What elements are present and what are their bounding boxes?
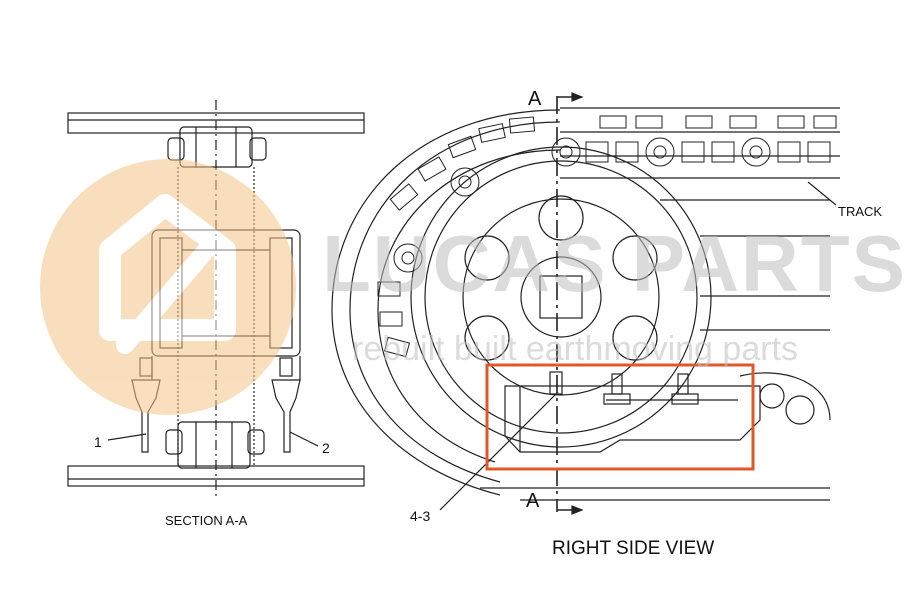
right-side-view <box>331 107 840 511</box>
leader-1 <box>107 433 147 441</box>
section-line-a-a <box>556 92 584 515</box>
callout-2: 2 <box>322 440 330 456</box>
callout-1: 1 <box>94 434 102 450</box>
view-title: RIGHT SIDE VIEW <box>552 538 715 559</box>
leader-2 <box>289 431 319 447</box>
watermark-tagline: rebuilt built earthmoving parts <box>352 330 799 368</box>
section-mark-bottom: A <box>526 490 540 512</box>
highlight-box <box>485 363 755 471</box>
callout-4-3: 4-3 <box>410 508 431 524</box>
section-mark-top: A <box>528 88 542 110</box>
watermark-logo <box>40 159 296 415</box>
leader-track <box>807 181 837 206</box>
track-label: TRACK <box>838 204 883 219</box>
section-title: SECTION A-A <box>165 513 248 528</box>
watermark-brand: LUCAS PARTS <box>322 219 907 308</box>
